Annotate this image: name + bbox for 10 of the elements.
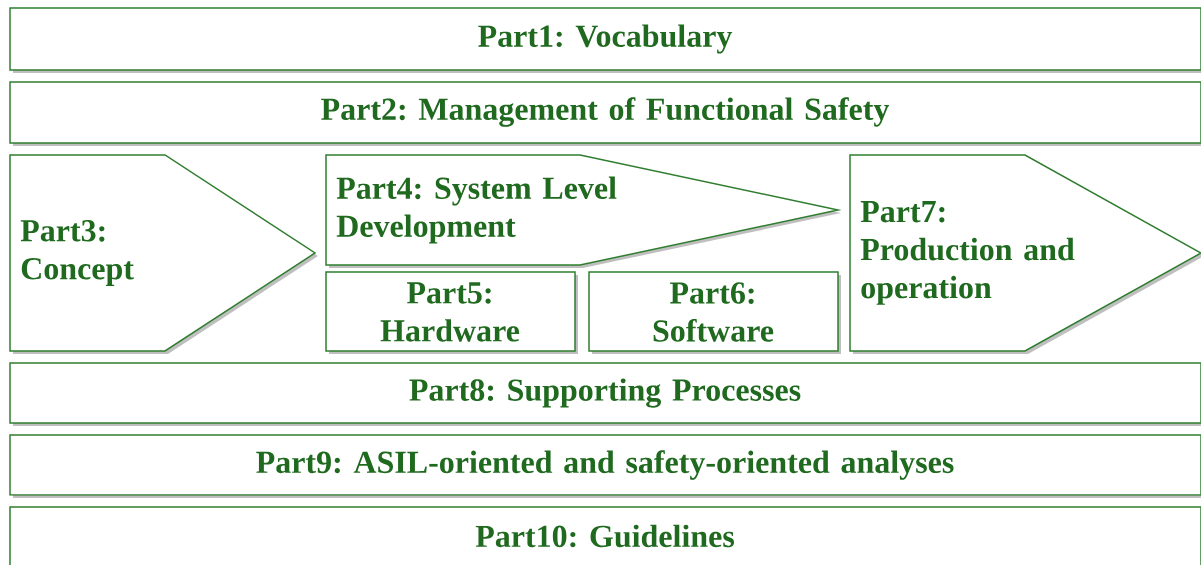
pentagon-box: Part4: System Level Development <box>325 154 842 268</box>
part-box: Part5: Hardware <box>325 271 578 354</box>
part-band: Part8: Supporting Processes <box>9 362 1201 426</box>
pentagon-box: Part7: Production and operation <box>849 154 1201 354</box>
part-band: Part10: Guidelines <box>9 506 1201 565</box>
pentagon-box: Part3: Concept <box>9 154 318 354</box>
part-band: Part2: Management of Functional Safety <box>9 81 1201 146</box>
part-box: Part6: Software <box>588 271 841 354</box>
part-band: Part9: ASIL-oriented and safety-oriented analyses <box>9 434 1201 498</box>
part-band: Part1: Vocabulary <box>9 7 1201 73</box>
